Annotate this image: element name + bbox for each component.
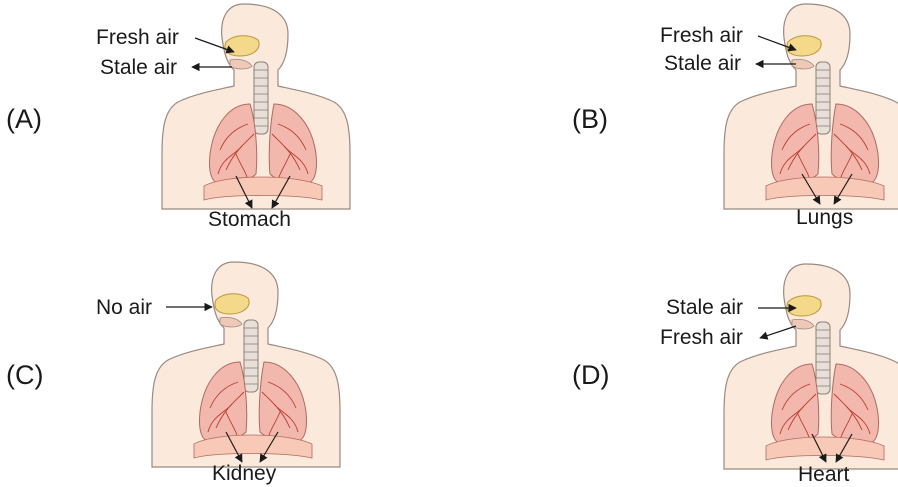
respiratory-figure-b <box>724 4 898 209</box>
panel-a: Fresh air Stale air Stomach <box>96 4 350 231</box>
respiratory-figure-c <box>152 262 340 467</box>
label-d-second: Fresh air <box>660 326 743 349</box>
panel-c: No air Kidney <box>96 262 340 485</box>
label-a-second: Stale air <box>100 56 177 79</box>
label-a-bottom: Stomach <box>208 208 291 231</box>
arrow-d-out <box>760 326 796 338</box>
label-d-bottom: Heart <box>798 463 850 486</box>
respiratory-figure-a <box>162 4 350 209</box>
label-c-bottom: Kidney <box>212 462 277 485</box>
label-d-top: Stale air <box>666 296 743 319</box>
label-c-top: No air <box>96 296 152 319</box>
label-b-bottom: Lungs <box>796 206 853 229</box>
label-a-top: Fresh air <box>96 26 179 49</box>
respiratory-figure-d <box>724 264 898 469</box>
panel-b: Fresh air Stale air Lungs <box>660 4 898 229</box>
panel-d: Stale air Fresh air Heart <box>660 264 898 486</box>
label-b-top: Fresh air <box>660 24 743 47</box>
label-b-second: Stale air <box>664 52 741 75</box>
